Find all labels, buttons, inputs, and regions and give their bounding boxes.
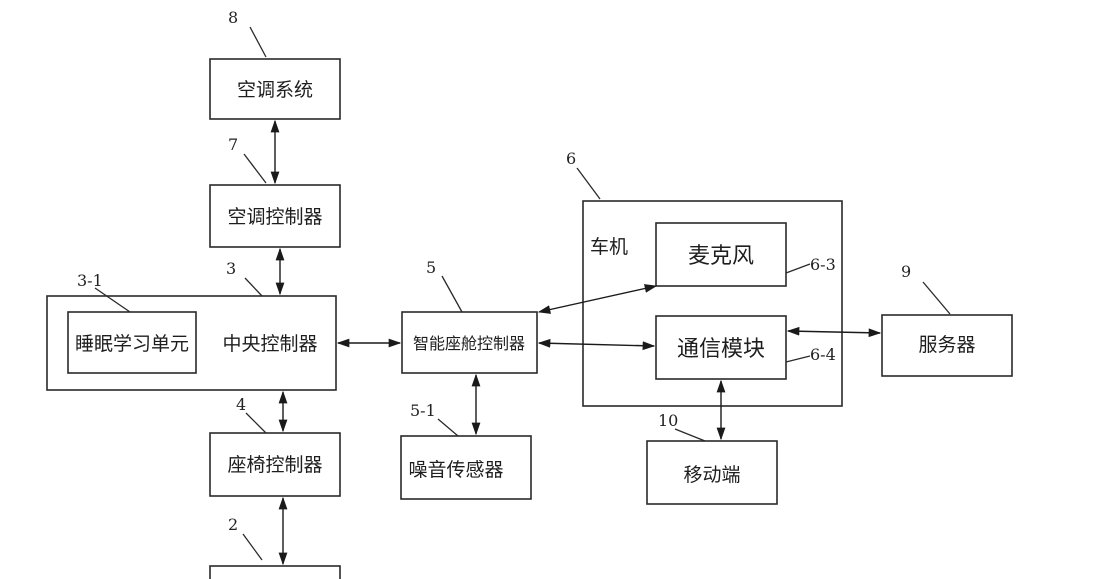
leader-8 bbox=[249, 26, 267, 58]
leader-6-3 bbox=[785, 263, 811, 274]
mobile-label: 移动端 bbox=[683, 464, 740, 486]
ref-10: 10 bbox=[658, 411, 678, 430]
leader-4 bbox=[245, 412, 267, 434]
leader-2 bbox=[242, 533, 263, 561]
ref-6-4: 6-4 bbox=[810, 345, 836, 364]
leader-5 bbox=[441, 275, 463, 313]
arrow-comm-server bbox=[786, 326, 882, 338]
leader-5-1 bbox=[437, 418, 459, 437]
ref-8: 8 bbox=[228, 8, 238, 27]
ref-6: 6 bbox=[566, 149, 576, 168]
ref-4: 4 bbox=[236, 395, 246, 414]
leader-10 bbox=[674, 428, 706, 442]
ref-7: 7 bbox=[228, 135, 238, 154]
sleep-unit-box bbox=[67, 311, 197, 374]
ref-5-1: 5-1 bbox=[410, 401, 436, 420]
ref-3-1: 3-1 bbox=[77, 271, 103, 290]
cutoff-box bbox=[209, 565, 341, 579]
server-label: 服务器 bbox=[918, 334, 975, 356]
noise-sensor-box bbox=[400, 435, 532, 500]
server-box bbox=[881, 314, 1013, 377]
ac-system-box bbox=[209, 58, 341, 120]
leader-6-4 bbox=[785, 355, 811, 363]
ref-9: 9 bbox=[901, 262, 911, 281]
leader-3 bbox=[244, 277, 263, 297]
seat-controller-box bbox=[209, 432, 341, 497]
microphone-box bbox=[655, 222, 787, 287]
arrow-cockpit-microphone bbox=[537, 284, 658, 314]
leader-3-1 bbox=[94, 287, 131, 313]
ref-2: 2 bbox=[228, 515, 238, 534]
cockpit-controller-box bbox=[401, 311, 538, 374]
ref-5: 5 bbox=[426, 258, 436, 277]
ref-6-3: 6-3 bbox=[810, 255, 836, 274]
mobile-box bbox=[646, 440, 778, 505]
sleep-unit-label: 睡眠学习单元 bbox=[75, 333, 189, 355]
ac-controller-box bbox=[209, 184, 341, 248]
comm-module-label: 通信模块 bbox=[677, 337, 765, 362]
seat-controller-label: 座椅控制器 bbox=[227, 454, 322, 476]
ac-controller-label: 空调控制器 bbox=[227, 206, 322, 228]
central-controller-label: 中央控制器 bbox=[222, 333, 317, 355]
microphone-label: 麦克风 bbox=[688, 244, 754, 269]
ac-system-label: 空调系统 bbox=[237, 79, 313, 101]
cockpit-controller-label: 智能座舱控制器 bbox=[413, 334, 525, 353]
leader-9 bbox=[922, 281, 951, 315]
arrow-cockpit-comm bbox=[537, 338, 656, 351]
comm-module-box bbox=[655, 315, 787, 380]
head-unit-label: 车机 bbox=[590, 236, 628, 258]
noise-sensor-label: 噪音传感器 bbox=[408, 459, 503, 481]
leader-6 bbox=[576, 167, 601, 200]
ref-3: 3 bbox=[226, 259, 236, 278]
leader-7 bbox=[243, 153, 267, 184]
